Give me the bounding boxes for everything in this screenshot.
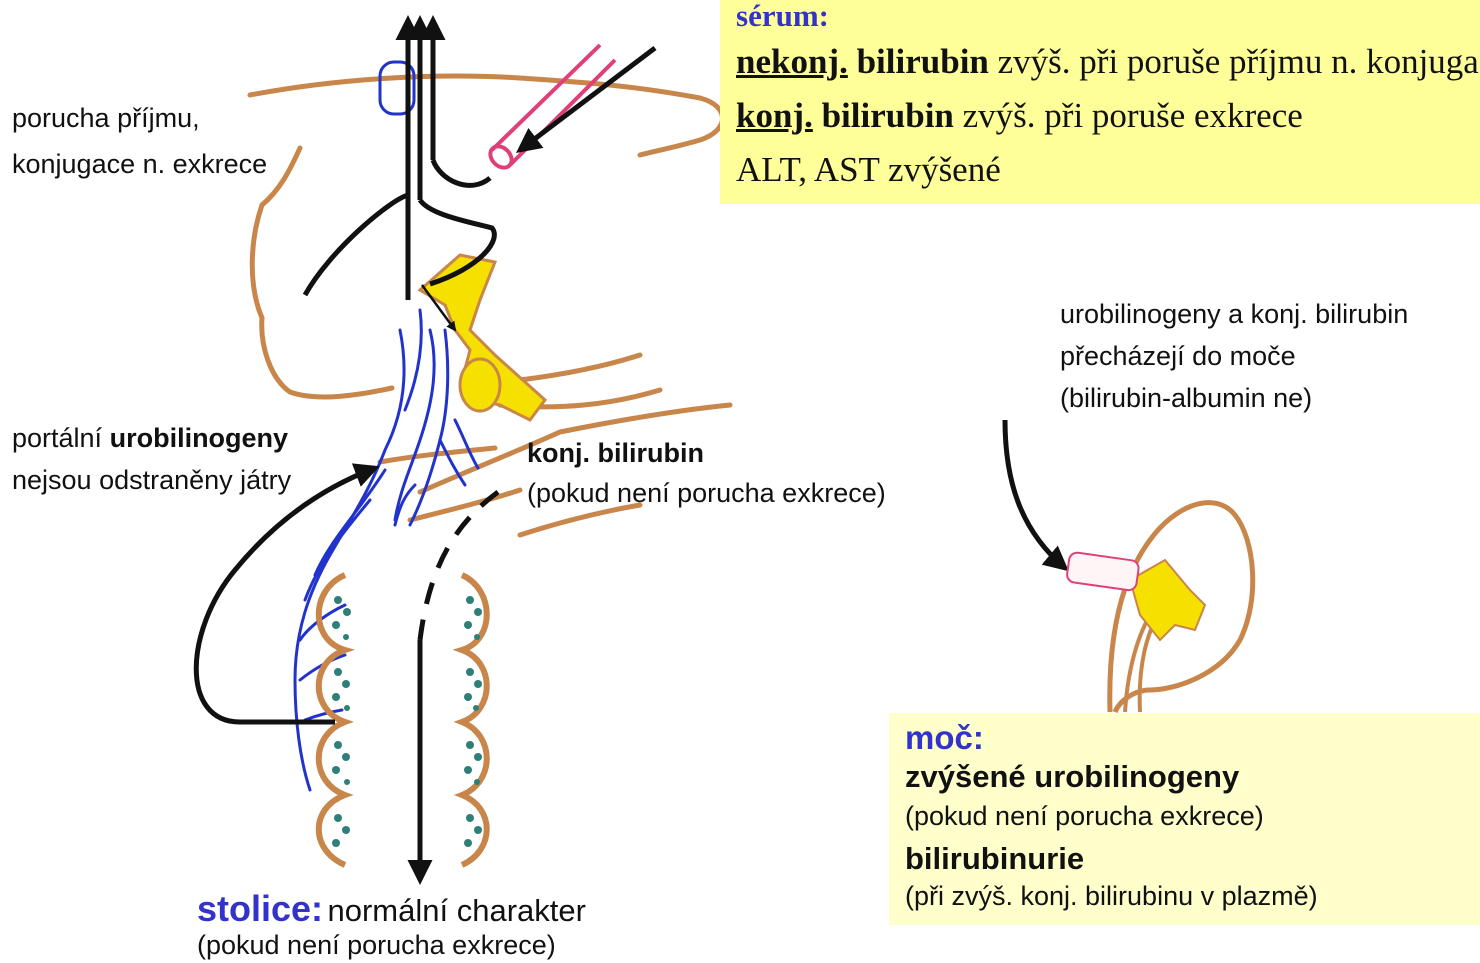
stool-text: normální charakter xyxy=(328,893,586,928)
urine-line4: (při zvýš. konj. bilirubinu v plazmě) xyxy=(905,881,1318,912)
intestine xyxy=(319,575,487,865)
serum-line1-rest: zvýš. při poruše příjmu n. konjugace xyxy=(998,42,1480,81)
serum-line-enzymes: ALT, AST zvýšené xyxy=(736,150,1001,190)
serum-line-conjugated: konj. bilirubin zvýš. při poruše exkrece xyxy=(736,96,1303,136)
bile-label-line2: (pokud není porucha exkrece) xyxy=(527,477,886,511)
pink-vessel xyxy=(486,45,615,172)
kidney-label: urobilinogeny a konj. bilirubin přecháze… xyxy=(1060,298,1408,415)
portal-label: portální urobilinogeny nejsou odstraněny… xyxy=(12,422,291,498)
liver-label: porucha příjmu, konjugace n. exkrece xyxy=(12,102,267,182)
stool-label: stolice: normální charakter (pokud není … xyxy=(197,888,586,961)
serum-note: sérum: nekonj. bilirubin zvýš. při poruš… xyxy=(720,0,1480,204)
urine-note: moč: zvýšené urobilinogeny (pokud není p… xyxy=(889,713,1480,925)
serum-line-unconjugated: nekonj. bilirubin zvýš. při poruše příjm… xyxy=(736,42,1480,82)
kidney xyxy=(1066,503,1253,712)
urine-line3: bilirubinurie xyxy=(905,841,1084,877)
serum-line1-label: nekonj. xyxy=(736,42,848,81)
portal-label-line1: portální urobilinogeny xyxy=(12,422,291,456)
serum-line2-rest: zvýš. při poruše exkrece xyxy=(963,96,1303,135)
serum-title: sérum: xyxy=(736,0,829,34)
portal-label-bold: urobilinogeny xyxy=(110,423,289,453)
kidney-label-line2: přecházejí do moče xyxy=(1060,340,1408,374)
kidney-label-line1: urobilinogeny a konj. bilirubin xyxy=(1060,298,1408,332)
serum-line2-bold: bilirubin xyxy=(822,96,954,135)
liver-label-line2: konjugace n. exkrece xyxy=(12,148,267,182)
kidney-label-line3: (bilirubin-albumin ne) xyxy=(1060,382,1408,416)
liver-label-line1: porucha příjmu, xyxy=(12,102,267,136)
stool-line2: (pokud není porucha exkrece) xyxy=(197,930,586,961)
stool-line1: stolice: normální charakter xyxy=(197,888,586,930)
bile-label-bold: konj. bilirubin xyxy=(527,437,886,471)
portal-veins xyxy=(295,310,478,790)
serum-line2-label: konj. xyxy=(736,96,813,135)
urine-title: moč: xyxy=(905,719,984,757)
portal-label-line2: nejsou odstraněny játry xyxy=(12,464,291,498)
portal-label-prefix: portální xyxy=(12,423,102,453)
serum-line1-bold: bilirubin xyxy=(857,42,989,81)
bile-label: konj. bilirubin (pokud není porucha exkr… xyxy=(527,437,886,511)
urine-line1: zvýšené urobilinogeny xyxy=(905,759,1239,795)
urine-line2: (pokud není porucha exkrece) xyxy=(905,801,1264,832)
stool-title: stolice: xyxy=(197,888,323,929)
